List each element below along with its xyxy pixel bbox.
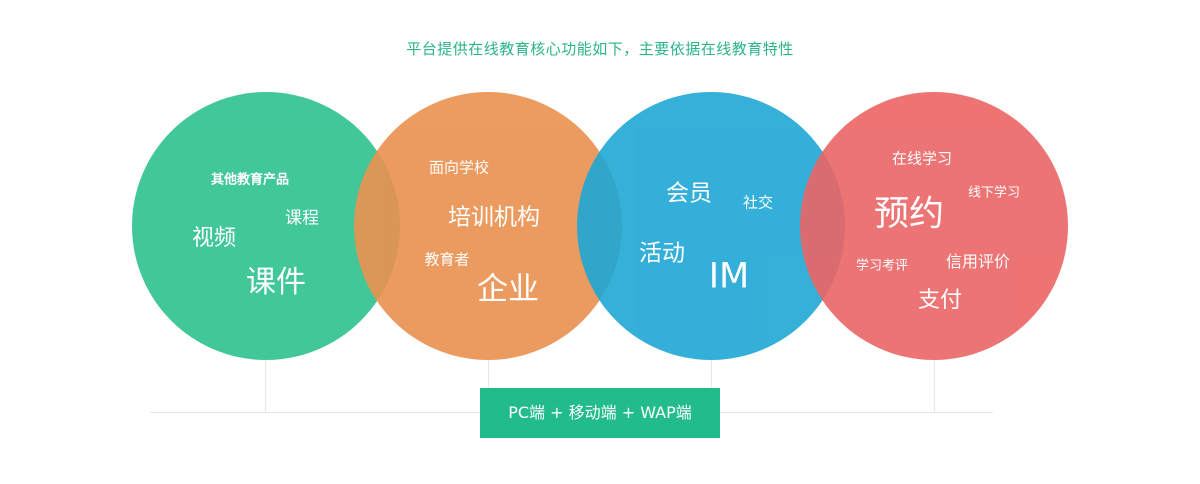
word-other-products: 其他教育产品 (210, 172, 290, 188)
word-membership: 会员 (666, 180, 712, 207)
circle-learning: 在线学习 线下学习 预约 学习考评 信用评价 支付 (800, 92, 1068, 360)
word-schools: 面向学校 (428, 158, 490, 177)
connector-4 (934, 360, 935, 412)
word-enterprise: 企业 (477, 271, 539, 308)
word-training-orgs: 培训机构 (448, 204, 540, 231)
word-educators: 教育者 (424, 250, 470, 269)
connector-1 (265, 360, 266, 412)
connector-3 (711, 360, 712, 388)
word-social: 社交 (742, 193, 774, 212)
word-reservation: 预约 (873, 194, 945, 235)
diagram-subtitle: 平台提供在线教育核心功能如下，主要依据在线教育特性 (406, 40, 794, 58)
word-payment: 支付 (917, 288, 963, 313)
circle-content: 其他教育产品 课程 视频 课件 (132, 92, 400, 360)
word-online-learning: 在线学习 (891, 149, 953, 168)
word-offline-learning: 线下学习 (967, 185, 1021, 201)
word-course: 课程 (285, 208, 319, 229)
word-courseware: 课件 (246, 265, 306, 300)
platform-bar: PC端 + 移动端 + WAP端 (480, 388, 720, 438)
word-im: IM (708, 256, 750, 297)
word-assessment: 学习考评 (855, 258, 909, 274)
word-video: 视频 (191, 226, 237, 251)
word-credit-rating: 信用评价 (945, 252, 1011, 271)
connector-2 (488, 360, 489, 388)
word-activity: 活动 (639, 240, 685, 267)
